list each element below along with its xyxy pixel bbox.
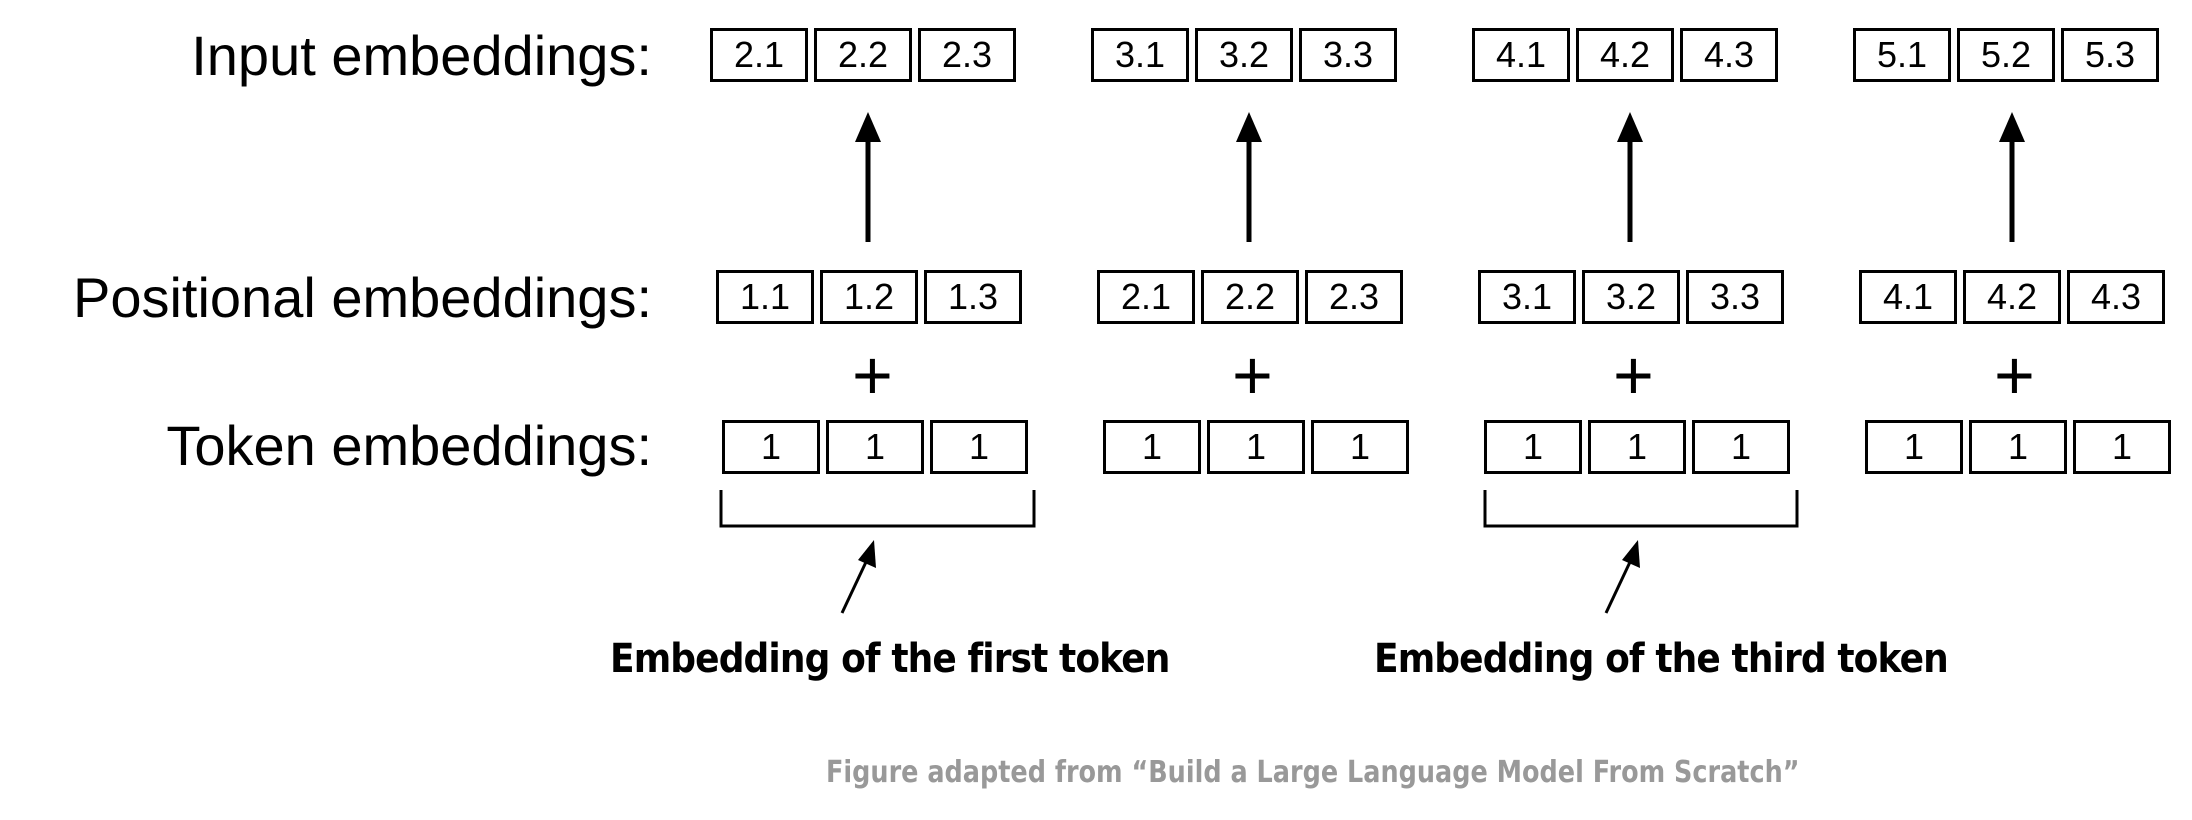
input-embedding-2: 3.1 3.2 3.3 [1091, 28, 1397, 82]
positional-embedding-cell: 3.3 [1686, 270, 1784, 324]
token-embedding-cell: 1 [1484, 420, 1582, 474]
plus-sign: + [1613, 336, 1654, 414]
positional-embedding-cell: 4.2 [1963, 270, 2061, 324]
input-embedding-cell: 4.3 [1680, 28, 1778, 82]
positional-embedding-3: 3.1 3.2 3.3 [1478, 270, 1784, 324]
input-embedding-cell: 4.2 [1576, 28, 1674, 82]
token-embedding-cell: 1 [722, 420, 820, 474]
first-token-caption: Embedding of the first token [610, 636, 1170, 682]
token-embedding-cell: 1 [1969, 420, 2067, 474]
positional-embedding-cell: 1.1 [716, 270, 814, 324]
token-embeddings-label: Token embeddings: [166, 414, 652, 477]
plus-sign: + [852, 336, 893, 414]
positional-embedding-cell: 3.2 [1582, 270, 1680, 324]
input-embedding-1: 2.1 2.2 2.3 [710, 28, 1016, 82]
input-embedding-cell: 2.3 [918, 28, 1016, 82]
input-embedding-cell: 2.2 [814, 28, 912, 82]
token-embedding-cell: 1 [1692, 420, 1790, 474]
positional-embedding-1: 1.1 1.2 1.3 [716, 270, 1022, 324]
positional-embedding-cell: 2.1 [1097, 270, 1195, 324]
plus-sign: + [1994, 336, 2035, 414]
figure-credit: Figure adapted from “Build a Large Langu… [826, 755, 1800, 790]
third-token-bracket [1483, 490, 1799, 528]
token-embedding-cell: 1 [1207, 420, 1305, 474]
up-arrow [1999, 112, 2025, 242]
input-embedding-3: 4.1 4.2 4.3 [1472, 28, 1778, 82]
third-token-pointer-arrow [1604, 540, 1640, 614]
token-embedding-1: 1 1 1 [722, 420, 1028, 474]
positional-embedding-4: 4.1 4.2 4.3 [1859, 270, 2165, 324]
positional-embedding-cell: 1.3 [924, 270, 1022, 324]
up-arrow [1236, 112, 1262, 242]
token-embedding-cell: 1 [1103, 420, 1201, 474]
positional-embedding-cell: 1.2 [820, 270, 918, 324]
input-embedding-cell: 3.2 [1195, 28, 1293, 82]
input-embedding-cell: 5.1 [1853, 28, 1951, 82]
input-embedding-cell: 5.2 [1957, 28, 2055, 82]
input-embedding-4: 5.1 5.2 5.3 [1853, 28, 2159, 82]
up-arrow [1617, 112, 1643, 242]
positional-embedding-cell: 2.3 [1305, 270, 1403, 324]
token-embedding-cell: 1 [2073, 420, 2171, 474]
token-embedding-2: 1 1 1 [1103, 420, 1409, 474]
input-embedding-cell: 2.1 [710, 28, 808, 82]
token-embedding-cell: 1 [1588, 420, 1686, 474]
positional-embedding-cell: 3.1 [1478, 270, 1576, 324]
token-embedding-3: 1 1 1 [1484, 420, 1790, 474]
input-embeddings-label: Input embeddings: [191, 24, 652, 87]
input-embedding-cell: 3.1 [1091, 28, 1189, 82]
input-embedding-cell: 4.1 [1472, 28, 1570, 82]
token-embedding-cell: 1 [1311, 420, 1409, 474]
first-token-pointer-arrow [840, 540, 876, 614]
token-embedding-4: 1 1 1 [1865, 420, 2171, 474]
positional-embedding-cell: 2.2 [1201, 270, 1299, 324]
first-token-bracket [719, 490, 1036, 528]
plus-sign: + [1232, 336, 1273, 414]
input-embedding-cell: 3.3 [1299, 28, 1397, 82]
positional-embedding-2: 2.1 2.2 2.3 [1097, 270, 1403, 324]
input-embedding-cell: 5.3 [2061, 28, 2159, 82]
positional-embedding-cell: 4.1 [1859, 270, 1957, 324]
token-embedding-cell: 1 [1865, 420, 1963, 474]
token-embedding-cell: 1 [826, 420, 924, 474]
token-embedding-cell: 1 [930, 420, 1028, 474]
up-arrow [855, 112, 881, 242]
positional-embeddings-label: Positional embeddings: [72, 266, 652, 329]
third-token-caption: Embedding of the third token [1374, 636, 1949, 682]
positional-embedding-cell: 4.3 [2067, 270, 2165, 324]
